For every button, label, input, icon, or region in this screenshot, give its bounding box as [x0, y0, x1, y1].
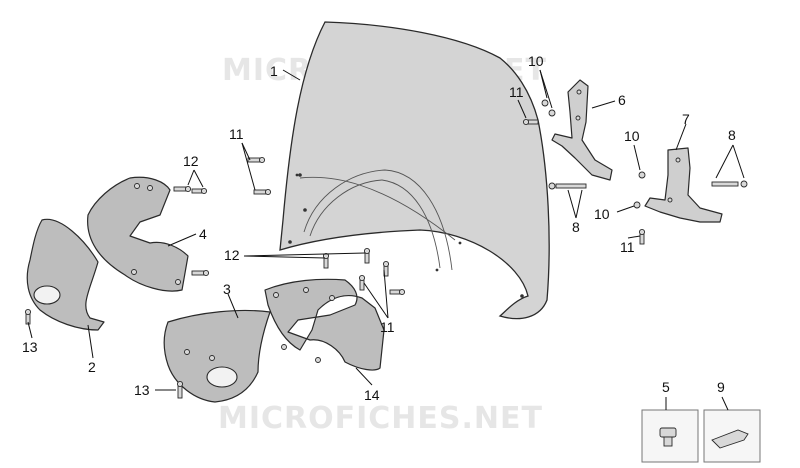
label-part-6: 6 [618, 92, 626, 108]
label-part-10-b: 10 [624, 128, 640, 144]
label-part-11-d: 11 [620, 239, 635, 255]
label-part-2: 2 [88, 359, 96, 375]
label-part-10-c: 10 [594, 206, 610, 222]
part-5-box [641, 409, 699, 463]
right-inner-panel [264, 278, 385, 371]
watermark-bottom: MICROFICHES.NET [218, 401, 543, 436]
bracket-6 [551, 79, 613, 181]
label-part-3: 3 [223, 281, 231, 297]
bracket-7 [644, 147, 723, 223]
label-part-13-b: 13 [134, 382, 150, 398]
label-part-12-b: 12 [224, 247, 240, 263]
label-part-8-b: 8 [572, 219, 580, 235]
label-part-10-a: 10 [528, 53, 544, 69]
label-part-11-b: 11 [509, 84, 524, 100]
callout-labels: 1 2 3 4 5 6 7 8 8 9 10 10 10 11 11 11 11… [22, 53, 736, 403]
left-inner-panel [87, 176, 189, 292]
label-part-9: 9 [717, 379, 725, 395]
fasteners [24, 99, 748, 399]
label-part-12-a: 12 [183, 153, 199, 169]
label-part-8-a: 8 [728, 127, 736, 143]
label-part-1: 1 [270, 63, 278, 79]
label-part-7: 7 [682, 111, 690, 127]
label-part-11-c: 11 [380, 319, 395, 335]
label-part-13-a: 13 [22, 339, 38, 355]
label-part-5: 5 [662, 379, 670, 395]
leader-lines [27, 69, 745, 411]
label-part-4: 4 [199, 226, 207, 242]
part-9-box [703, 409, 761, 463]
left-lower-cover [26, 218, 105, 331]
label-part-11-a: 11 [229, 126, 244, 142]
windscreen [279, 21, 550, 320]
right-lower-cover [163, 309, 271, 403]
label-part-14: 14 [364, 387, 380, 403]
